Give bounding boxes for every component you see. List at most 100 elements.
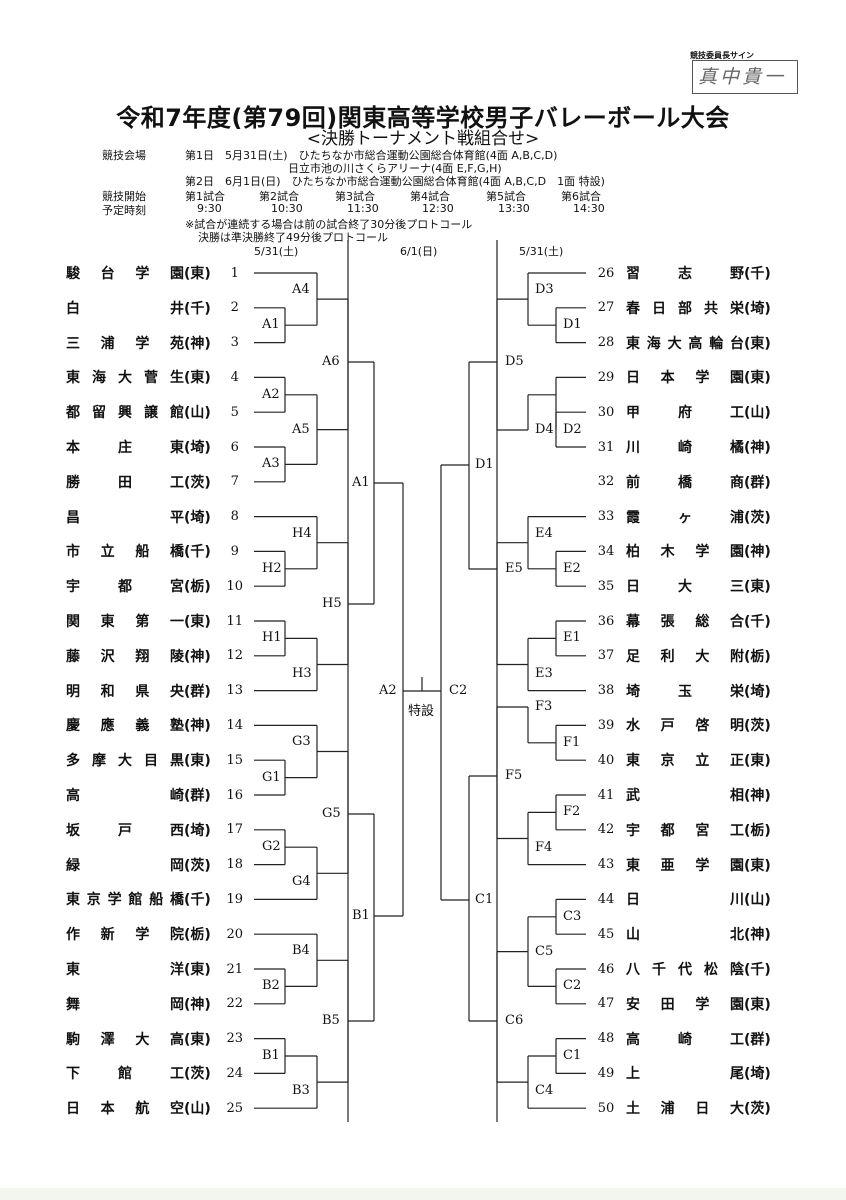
match-label-g4: G4: [292, 874, 311, 890]
team-prefecture: (山): [184, 1101, 211, 1118]
team-name: 慶應義塾: [66, 718, 184, 735]
schedule-game: 第6試合: [561, 190, 601, 203]
team-prefecture: (茨): [744, 1101, 771, 1118]
team-prefecture: (山): [744, 405, 771, 422]
match-label-a2: A2: [379, 683, 397, 698]
signature-box: [692, 60, 798, 94]
match-label-h1: H1: [262, 630, 282, 646]
team-name: 東京立正: [626, 753, 744, 770]
team-number: 48: [597, 1031, 615, 1047]
team-name: 前橋商: [626, 474, 744, 491]
team-name: 足利大附: [626, 648, 744, 665]
team-name: 昌平: [66, 509, 184, 526]
team-number: 16: [226, 787, 244, 803]
match-label-h3: H3: [292, 665, 312, 681]
team-name: 市立船橋: [66, 544, 184, 561]
team-prefecture: (東): [184, 266, 211, 282]
team-prefecture: (栃): [184, 579, 211, 596]
team-row: 昌平(埼)8: [66, 507, 251, 527]
team-number: 45: [597, 926, 615, 942]
team-row: 白井(千)2: [66, 298, 251, 318]
team-prefecture: (千): [184, 300, 211, 317]
match-label-a5: A5: [292, 421, 310, 437]
team-name: 関東第一: [66, 614, 184, 630]
team-name: 安田学園: [626, 996, 744, 1013]
team-prefecture: (群): [744, 474, 771, 491]
team-number: 7: [230, 474, 239, 490]
team-name: 川崎橘: [626, 440, 744, 456]
team-number: 50: [597, 1100, 615, 1116]
team-prefecture: (茨): [744, 718, 771, 735]
team-prefecture: (茨): [744, 509, 771, 526]
team-name: 都留興譲館: [66, 405, 184, 422]
team-prefecture: (山): [744, 892, 771, 909]
match-label-a4: A4: [292, 282, 310, 297]
match-label-b3: B3: [292, 1083, 310, 1099]
match-label-f4: F4: [535, 839, 553, 855]
match-label-c5: C5: [535, 943, 554, 959]
match-label-c3: C3: [563, 908, 582, 924]
signature-name: 真中貴一: [698, 66, 787, 88]
team-number: 22: [226, 996, 244, 1012]
team-row: 勝田工(茨)7: [66, 472, 251, 492]
team-name: 東亜学園: [626, 857, 744, 874]
team-number: 1: [230, 265, 239, 281]
team-name: 白井: [66, 300, 184, 317]
team-name: 習志野: [626, 266, 744, 282]
team-name: 作新学院: [66, 927, 184, 944]
team-number: 27: [597, 300, 615, 316]
signature-label: 競技委員長サイン: [690, 51, 754, 60]
team-name: 多摩大目黒: [66, 753, 184, 770]
team-row: 日本航空(山)25: [66, 1098, 251, 1118]
team-name: 宇都宮工: [626, 822, 744, 839]
team-row: 作新学院(栃)20: [66, 924, 251, 944]
team-row: 舞岡(神)22: [66, 994, 251, 1014]
team-name: 三浦学苑: [66, 335, 184, 352]
schedule-label-start: 競技開始: [102, 190, 146, 203]
team-number: 9: [230, 543, 239, 559]
schedule-time: 14:30: [573, 202, 605, 215]
team-name: 駿台学園: [66, 266, 184, 282]
match-label-c1: C1: [475, 892, 494, 907]
team-row: 関東第一(東)11: [66, 611, 251, 631]
team-name: 武相: [626, 788, 744, 804]
team-name: 高崎工: [626, 1031, 744, 1048]
team-prefecture: (千): [184, 892, 211, 909]
match-label-g1: G1: [262, 769, 281, 785]
team-number: 32: [597, 474, 615, 490]
schedule-game: 第4試合: [410, 190, 450, 203]
team-number: 49: [597, 1065, 615, 1081]
team-prefecture: (東): [184, 962, 211, 978]
match-label-g5: G5: [322, 806, 341, 821]
match-label-b4: B4: [292, 943, 310, 959]
team-number: 12: [226, 648, 244, 664]
match-label-h5: H5: [322, 596, 342, 611]
team-number: 39: [597, 717, 615, 733]
match-label-e2: E2: [563, 560, 581, 576]
team-number: 3: [230, 335, 239, 351]
team-number: 25: [226, 1100, 244, 1116]
team-number: 28: [597, 335, 615, 351]
team-number: 23: [226, 1031, 244, 1047]
team-number: 47: [597, 996, 615, 1012]
schedule-time: 12:30: [422, 202, 454, 215]
team-name: 上尾: [626, 1066, 744, 1083]
team-name: 舞岡: [66, 996, 184, 1013]
match-label-c6: C6: [505, 1013, 524, 1028]
team-row: 駒澤大高(東)23: [66, 1029, 251, 1049]
date-right: 5/31(土): [519, 245, 564, 258]
team-prefecture: (千): [184, 544, 211, 561]
date-left: 5/31(土): [254, 245, 299, 258]
team-number: 46: [597, 961, 615, 977]
match-label-g3: G3: [292, 734, 311, 750]
team-name: 勝田工: [66, 474, 184, 491]
team-row: 三浦学苑(神)3: [66, 333, 251, 353]
schedule-label-time: 予定時刻: [102, 204, 146, 217]
